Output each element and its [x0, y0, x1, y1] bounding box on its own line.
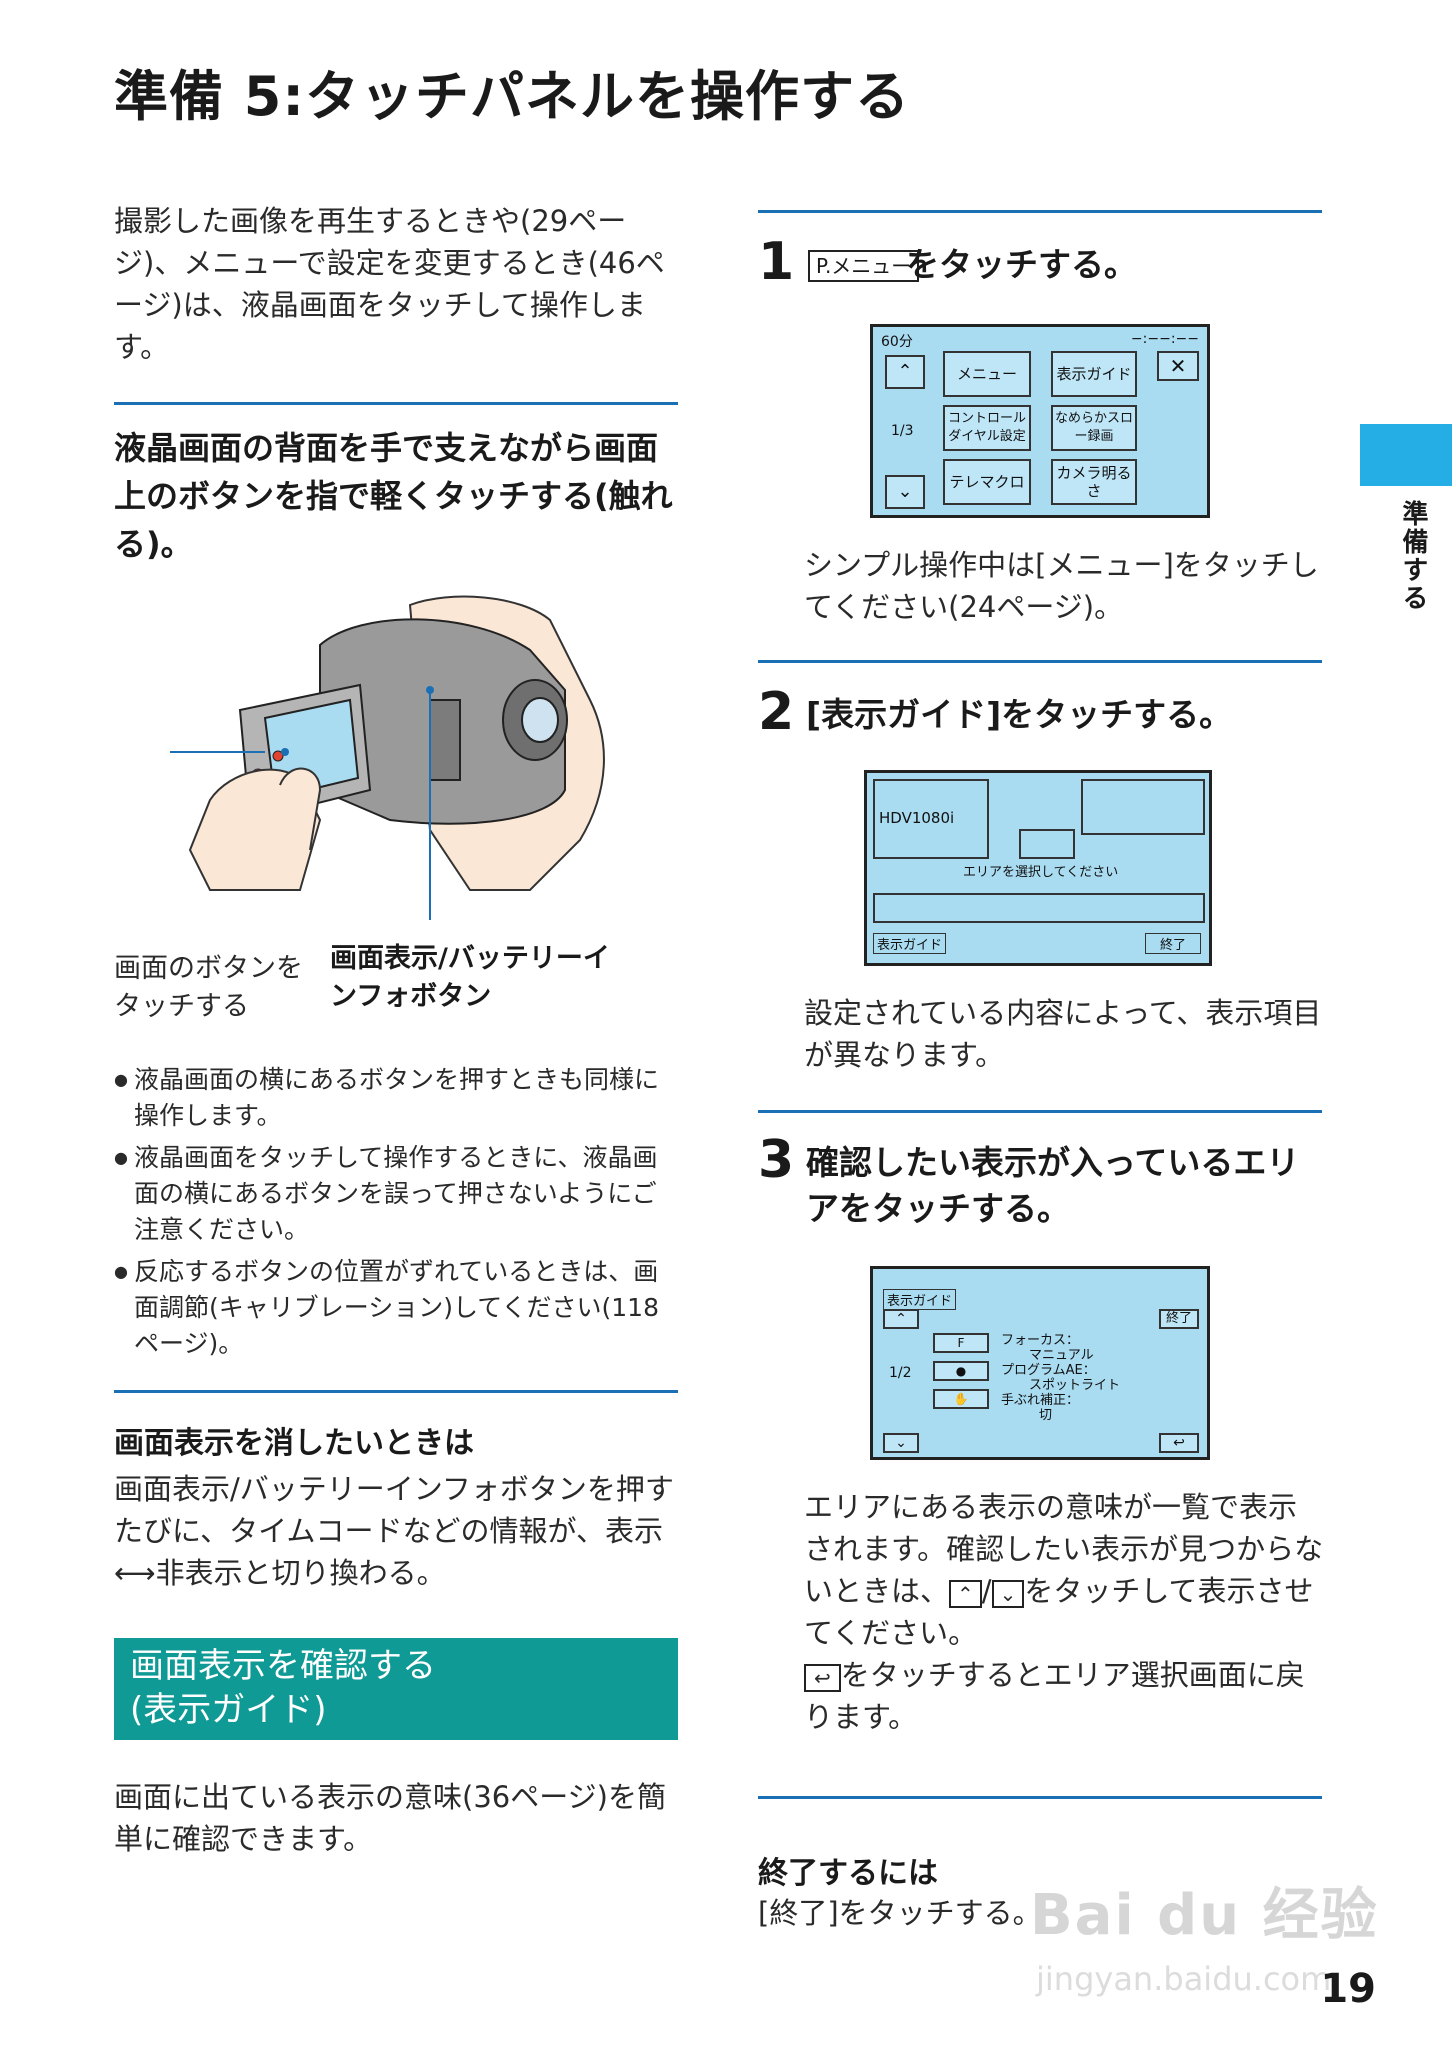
hide-display-heading: 画面表示を消したいときは: [114, 1426, 474, 1461]
guide-header: 表示ガイド: [883, 1289, 957, 1310]
page-indicator: 1/3: [891, 423, 914, 439]
baidu-watermark: Bai du 经验: [1030, 1883, 1379, 1948]
finish-heading: 終了するには: [758, 1856, 938, 1891]
area-top-left[interactable]: HDV1080i: [873, 779, 989, 859]
step2-note: 設定されている内容によって、表示項目が異なります。: [804, 996, 1322, 1072]
callout-info-button: 画面表示/バッテリーインフォボタン: [330, 943, 610, 1012]
select-area-prompt: エリアを選択してください: [963, 865, 1119, 880]
camcorder-illustration: [170, 590, 620, 920]
end-button[interactable]: 終了: [1144, 933, 1201, 954]
step1-text: をタッチする。: [906, 245, 1137, 284]
scroll-down-icon: ⌄: [991, 1580, 1025, 1608]
guide-line: フォーカス：: [1001, 1333, 1080, 1348]
step-number: 2: [758, 682, 795, 742]
guide-section-banner: 画面表示を確認する (表示ガイド): [114, 1638, 678, 1740]
guide-line: 切: [1039, 1408, 1053, 1423]
guide-line: スポットライト: [1029, 1378, 1121, 1393]
note-item: 液晶画面をタッチして操作するときに、液晶画面の横にあるボタンを誤って押さないよう…: [114, 1140, 662, 1248]
guide-line: 手ぶれ補正：: [1001, 1393, 1080, 1408]
scroll-down-icon[interactable]: ⌄: [883, 1433, 919, 1453]
scroll-up-icon[interactable]: ⌃: [885, 355, 925, 389]
guide-line: マニュアル: [1029, 1348, 1094, 1363]
section-divider: [114, 402, 678, 405]
baidu-watermark-url: jingyan.baidu.com: [1036, 1960, 1332, 1998]
section-divider: [758, 210, 1322, 213]
scroll-up-icon: ⌃: [949, 1580, 982, 1608]
guide-line: プログラムAE：: [1001, 1363, 1096, 1378]
menu-button[interactable]: メニュー: [943, 351, 1031, 397]
side-tab: [1360, 424, 1452, 486]
step3-note-line2: をタッチして表示させてください。: [804, 1574, 1314, 1650]
section-divider: [758, 1110, 1322, 1113]
section-divider: [114, 1390, 678, 1393]
guide-lines: フォーカス： マニュアル プログラムAE： スポットライト 手ぶれ補正： 切: [1001, 1333, 1120, 1423]
area-bottom[interactable]: [873, 893, 1205, 923]
spotlight-icon: ●: [933, 1361, 989, 1381]
time-code: −:−−:−−: [1130, 331, 1199, 347]
battery-indicator: 60分: [881, 334, 913, 350]
end-button[interactable]: 終了: [1159, 1309, 1199, 1329]
menu-screen: 60分 −:−−:−− ⌃ 1/3 ⌄ メニュー 表示ガイド ✕ コントロールダ…: [870, 324, 1210, 518]
scroll-down-icon[interactable]: ⌄: [885, 475, 925, 509]
section-divider: [758, 660, 1322, 663]
return-icon: ↩: [804, 1664, 841, 1692]
note-item: 反応するボタンの位置がずれているときは、画面調節(キャリブレーション)してくださ…: [114, 1254, 662, 1362]
guide-heading-line1: 画面表示を確認する: [130, 1646, 436, 1686]
area-select-screen: HDV1080i エリアを選択してください 表示ガイド 終了: [864, 770, 1212, 966]
control-dial-button[interactable]: コントロールダイヤル設定: [943, 405, 1031, 451]
return-icon[interactable]: ↩: [1159, 1433, 1199, 1453]
callout-touch-button: 画面のボタンをタッチする: [114, 953, 303, 1022]
step3-text: 確認したい表示が入っているエリアをタッチする。: [806, 1143, 1300, 1228]
step1-note: シンプル操作中は[メニュー]をタッチしてください(24ページ)。: [804, 548, 1319, 624]
step-number: 3: [758, 1130, 795, 1190]
step3-note: エリアにある表示の意味が一覧で表示されます。確認したい表示が見つからないときは、…: [804, 1490, 1324, 1734]
smooth-slow-rec-button[interactable]: なめらかスロー録画: [1051, 405, 1137, 451]
area-top-right[interactable]: [1081, 779, 1205, 835]
section-divider: [758, 1796, 1322, 1799]
focus-icon: F: [933, 1333, 989, 1353]
step2-text: [表示ガイド]をタッチする。: [806, 695, 1233, 734]
guide-heading-line2: (表示ガイド): [130, 1690, 327, 1730]
side-tab-label: 準備する: [1398, 500, 1428, 612]
finish-text: [終了]をタッチする。: [758, 1896, 1042, 1930]
step-number: 1: [758, 232, 795, 292]
guide-detail-screen: 表示ガイド ⌃ 終了 1/2 F ● ✋ フォーカス： マニュアル プログラムA…: [870, 1266, 1210, 1460]
format-label: HDV1080i: [879, 809, 955, 827]
guide-section-text: 画面に出ている表示の意味(36ページ)を簡単に確認できます。: [114, 1780, 666, 1856]
page-number: 19: [1320, 1966, 1376, 2012]
steady-shot-off-icon: ✋: [933, 1389, 989, 1409]
main-instruction: 液晶画面の背面を手で支えながら画面上のボタンを指で軽くタッチする(触れる)。: [114, 429, 673, 563]
notes-list: 液晶画面の横にあるボタンを押すときも同様に操作します。 液晶画面をタッチして操作…: [114, 1062, 662, 1368]
close-icon[interactable]: ✕: [1157, 351, 1199, 381]
intro-text: 撮影した画像を再生するときや(29ページ)、メニューで設定を変更するとき(46ペ…: [114, 204, 665, 364]
area-center[interactable]: [1019, 829, 1075, 859]
p-menu-icon: P.メニュー: [808, 250, 920, 282]
camera-brightness-button[interactable]: カメラ明るさ: [1051, 459, 1137, 505]
step3-note-line3: をタッチするとエリア選択画面に戻ります。: [804, 1658, 1305, 1734]
note-item: 液晶画面の横にあるボタンを押すときも同様に操作します。: [114, 1062, 662, 1134]
scroll-up-icon[interactable]: ⌃: [883, 1309, 919, 1329]
display-guide-label[interactable]: 表示ガイド: [873, 933, 947, 954]
display-guide-button[interactable]: 表示ガイド: [1051, 351, 1137, 397]
step3-note-line1: エリアにある表示の意味が一覧で表示されます。確認したい表示が見つからないときは、: [804, 1490, 1324, 1608]
tele-macro-button[interactable]: テレマクロ: [943, 459, 1031, 505]
page-title: 準備 5:タッチパネルを操作する: [114, 65, 910, 128]
page-indicator: 1/2: [889, 1365, 912, 1381]
hide-display-text: 画面表示/バッテリーインフォボタンを押すたびに、タイムコードなどの情報が、表示⟷…: [114, 1472, 674, 1590]
